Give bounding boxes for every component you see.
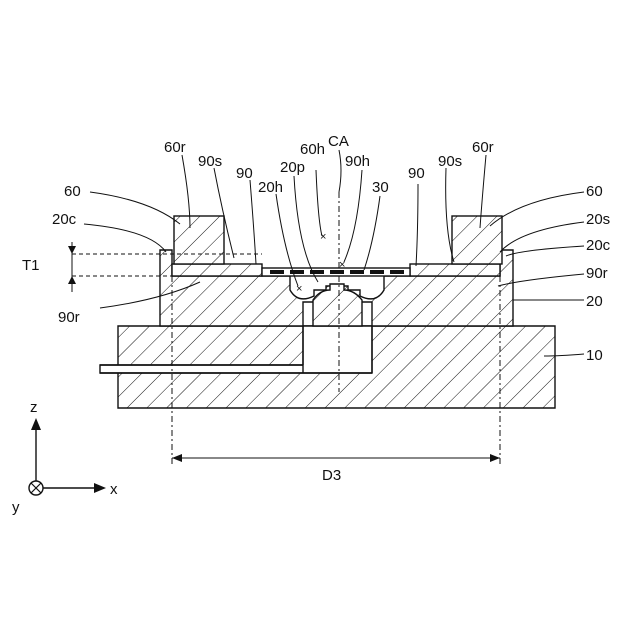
label-ca: CA <box>328 133 349 150</box>
label-60r-left: 60r <box>164 139 186 156</box>
label-20: 20 <box>586 293 603 310</box>
label-30: 30 <box>372 179 389 196</box>
label-90-left: 90 <box>236 165 253 182</box>
label-d3: D3 <box>322 467 341 484</box>
axis-label-z: z <box>30 399 38 416</box>
label-60-right: 60 <box>586 183 603 200</box>
label-20h: 20h <box>258 179 283 196</box>
label-20c-right: 20c <box>586 237 611 254</box>
label-t1: T1 <box>22 257 40 274</box>
block-60-left <box>174 216 224 264</box>
label-90h: 90h <box>345 153 370 170</box>
label-90s-right: 90s <box>438 153 462 170</box>
plate-90-left <box>172 264 262 276</box>
axis-label-y: y <box>12 499 20 516</box>
label-10: 10 <box>586 347 603 364</box>
label-60r-right: 60r <box>472 139 494 156</box>
film-30-segments <box>270 270 404 274</box>
label-90-right: 90 <box>408 165 425 182</box>
mark-20h: × <box>296 283 302 295</box>
label-90r-right: 90r <box>586 265 608 282</box>
block-60-right <box>452 216 502 264</box>
label-20s: 20s <box>586 211 610 228</box>
label-20p: 20p <box>280 159 305 176</box>
label-20c-left: 20c <box>52 211 77 228</box>
label-90s-left: 90s <box>198 153 222 170</box>
plate-90-right <box>410 264 500 276</box>
label-60-left: 60 <box>64 183 81 200</box>
label-90r-left: 90r <box>58 309 80 326</box>
axis-label-x: x <box>110 481 118 498</box>
label-60h: 60h <box>300 141 325 158</box>
axis-triad: z y x <box>12 399 118 516</box>
